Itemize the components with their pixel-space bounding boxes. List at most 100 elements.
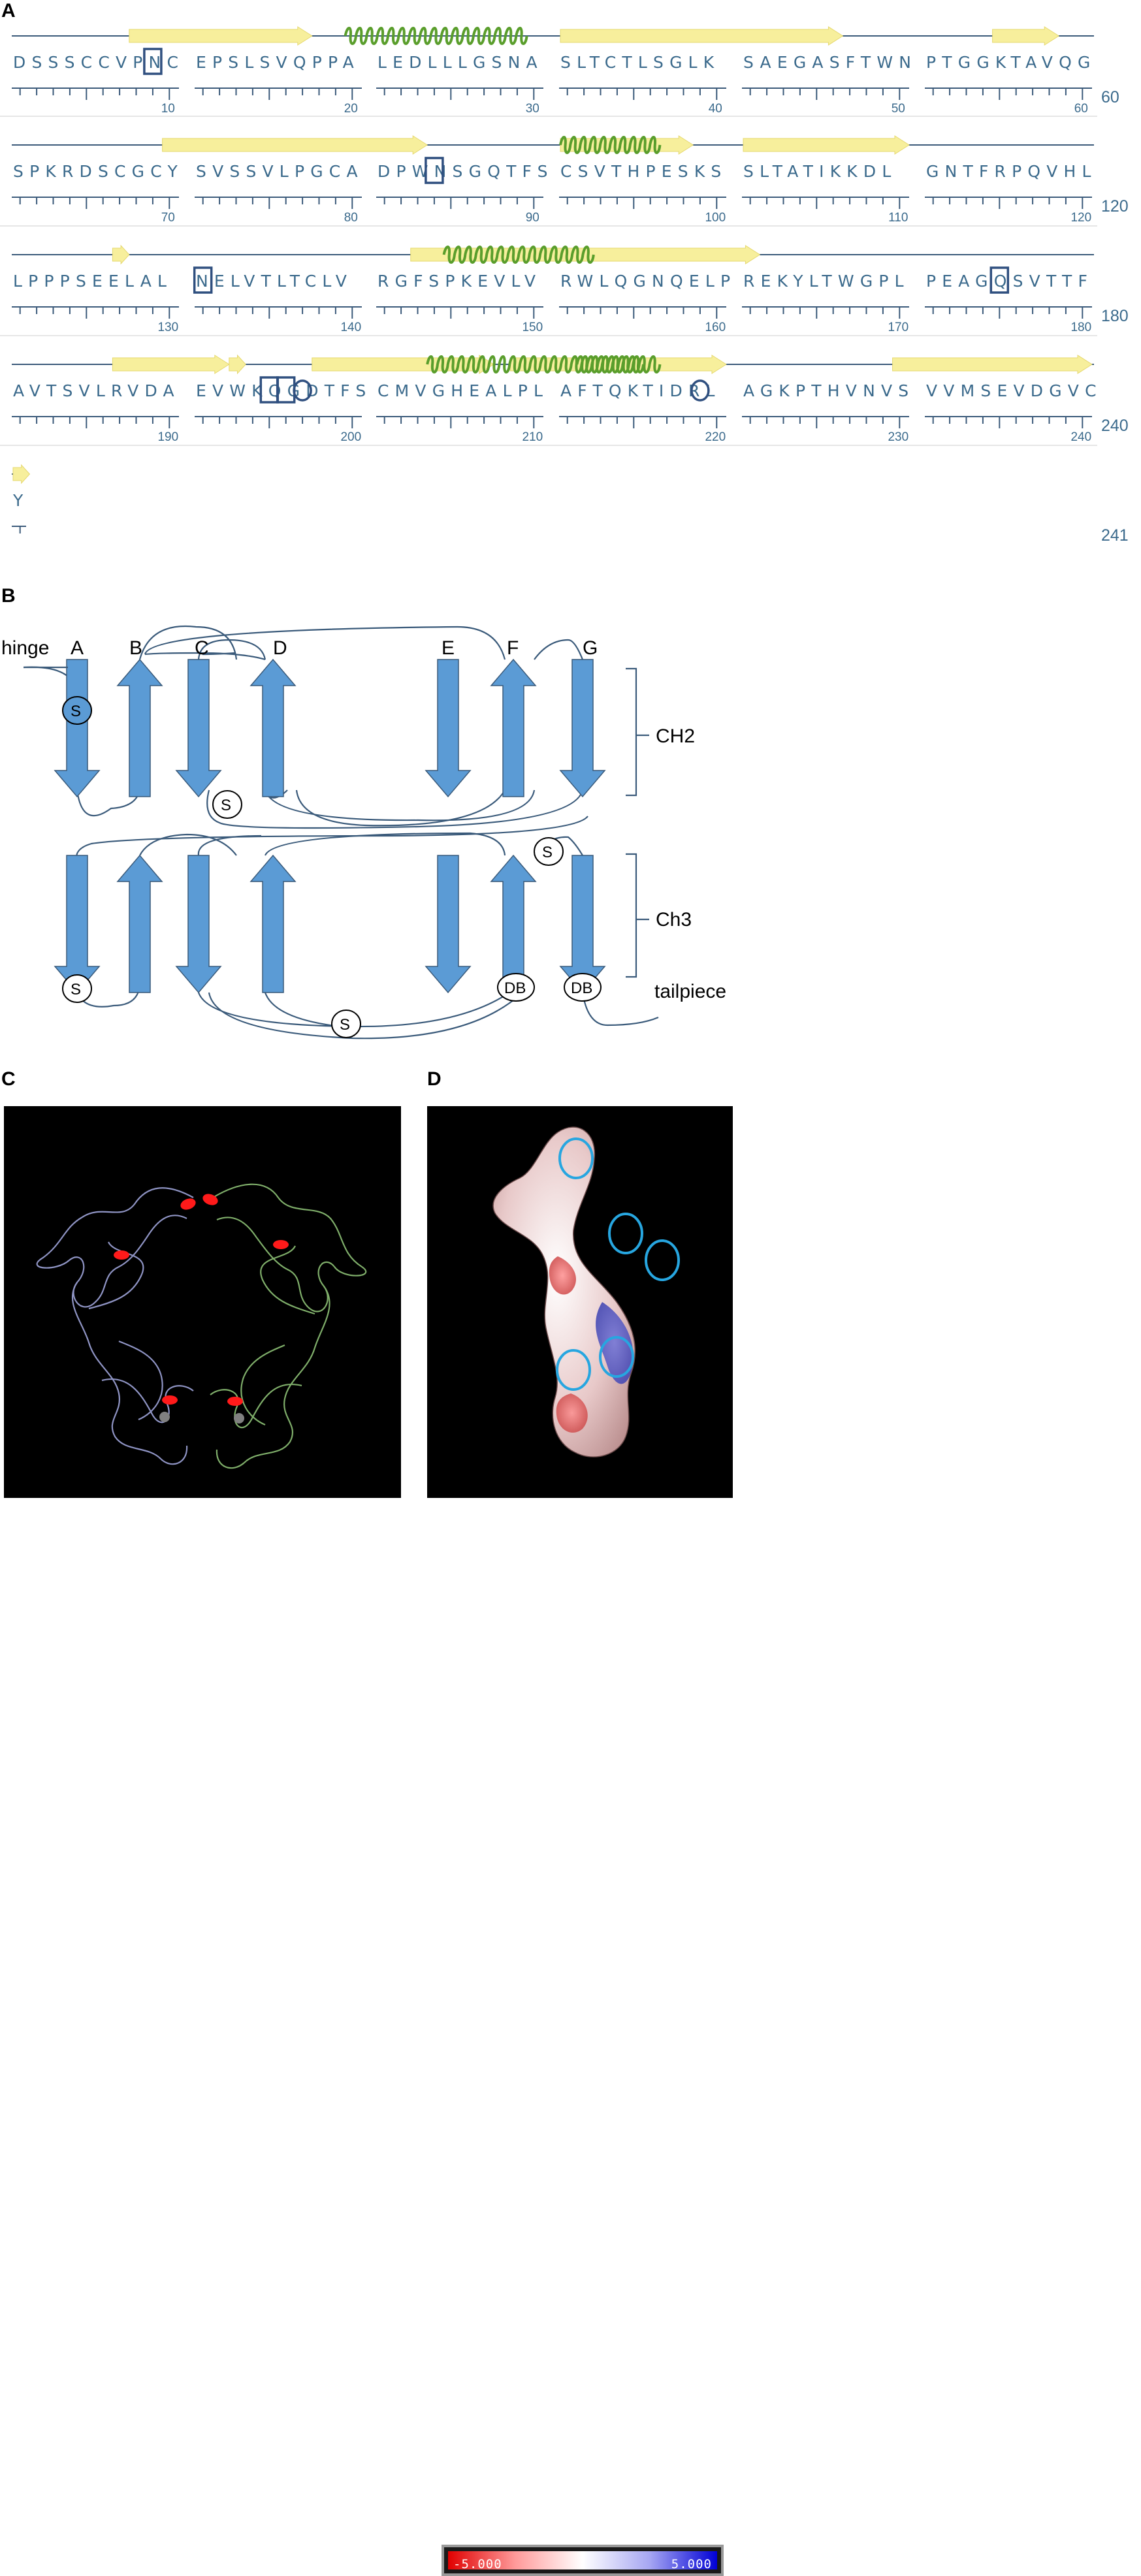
- row-end-number: 180: [1101, 307, 1129, 325]
- glycan-sites: [159, 1412, 244, 1423]
- ruler-number: 20: [344, 102, 358, 116]
- strand-label-f: F: [507, 637, 519, 659]
- ruler-number: 230: [888, 430, 908, 444]
- residue-group: LEDLLLGSNA: [378, 53, 543, 72]
- site-s-2: S: [221, 797, 231, 814]
- ruler-number: 80: [344, 211, 358, 225]
- ruler-number: 160: [705, 321, 726, 334]
- strand-label-e: E: [442, 637, 455, 659]
- row-end-number: 241: [1101, 526, 1129, 545]
- ruler-number: 220: [705, 430, 726, 444]
- residue-group: CSVTHPESKS: [560, 162, 728, 181]
- residue-group: RGFSPKEVLV: [378, 272, 541, 291]
- helix-coil: [344, 27, 528, 45]
- strand-label-d: D: [273, 637, 287, 659]
- residue-group: VVMSEVDGVC: [926, 381, 1102, 400]
- residue-group: SLTATIKKDL: [743, 162, 897, 181]
- scale-max-label: 5.000: [671, 2557, 712, 2571]
- ruler-number: 30: [526, 102, 539, 116]
- residue-group: SPKRDSCGCY: [13, 162, 184, 181]
- residue-group: EPSLSVQPPA: [196, 53, 360, 72]
- boxed-residue-marker: [425, 157, 444, 184]
- row-end-number: 120: [1101, 197, 1129, 215]
- site-s-3: S: [542, 844, 553, 861]
- ruler-number: 180: [1070, 321, 1091, 334]
- ruler-number: 170: [888, 321, 908, 334]
- circled-residue-marker: [293, 379, 312, 402]
- residue-group: EVWKQGDTFS: [196, 381, 372, 400]
- residue-group: DSSSCCVPNC: [13, 53, 184, 72]
- strand-label-c: C: [195, 637, 209, 659]
- domain-label-ch3: Ch3: [656, 909, 692, 930]
- scale-min-label: -5.000: [453, 2557, 502, 2571]
- strand-arrow: [560, 26, 844, 46]
- residue-group: SAEGASFTWN: [743, 53, 917, 72]
- ruler-number: 130: [157, 321, 178, 334]
- helix-coil: [442, 246, 595, 264]
- ruler-number: 190: [157, 430, 178, 444]
- panel-label-c: C: [1, 1068, 16, 1090]
- ruler-number: 50: [892, 102, 905, 116]
- ruler-number: 140: [340, 321, 361, 334]
- boxed-residue-marker: [989, 266, 1010, 294]
- topology-diagram: A B C D E F G hinge tailpiece CH2 Ch3 S …: [1, 625, 726, 1040]
- residue-group: AGKPTHVNVS: [743, 381, 914, 400]
- residue-group: GNTFRPQVHL: [926, 162, 1097, 181]
- ruler-number: 210: [522, 430, 543, 444]
- ruler-number: 110: [888, 211, 908, 225]
- boxed-residue-marker: [193, 266, 213, 294]
- strand-arrow: [892, 355, 1093, 374]
- tailpiece-label: tailpiece: [654, 981, 726, 1002]
- site-s-1: S: [71, 703, 81, 720]
- panel-label-d: D: [427, 1068, 442, 1090]
- strand-arrow: [229, 354, 246, 375]
- ruler-number: 150: [522, 321, 543, 334]
- disulfide-sites: [114, 1194, 289, 1406]
- ruler-number: 10: [161, 102, 175, 116]
- site-s-5: S: [340, 1016, 350, 1034]
- color-scale-bar: -5.000 5.000: [442, 2545, 724, 2576]
- helix-coil: [559, 136, 662, 154]
- residue-group: REKYLTWGPL: [743, 272, 910, 291]
- ruler-number: 240: [1070, 430, 1091, 444]
- strand-arrow: [12, 464, 31, 485]
- ruler-number: 120: [1070, 211, 1091, 225]
- residue-group: DPWNSGQTFS: [378, 162, 554, 181]
- sequence-panel: DSSSCCVPNC10EPSLSVQPPA20LEDLLLGSNA30SLTC…: [0, 26, 1129, 545]
- strand-arrow: [112, 244, 130, 265]
- row-end-number: 240: [1101, 417, 1129, 435]
- ruler-number: 70: [161, 211, 175, 225]
- ruler-number: 90: [526, 211, 539, 225]
- residue-group: NELVTLTCLV: [196, 272, 353, 291]
- electrostatic-surface: -5.000 5.000: [427, 1106, 733, 2576]
- site-s-4: S: [71, 981, 81, 998]
- helix-coil: [575, 355, 662, 374]
- strand-label-g: G: [583, 637, 598, 659]
- strand-label-b: B: [129, 637, 142, 659]
- panel-label-a: A: [1, 0, 16, 22]
- residue-group: CMVGHEALPL: [378, 381, 549, 400]
- circled-residue-marker: [690, 379, 710, 402]
- structure-cartoon: [4, 1106, 401, 1498]
- residue-group: PTGGKTAVQG: [926, 53, 1097, 72]
- residue-group: Y: [12, 491, 29, 510]
- strand-arrow: [992, 26, 1060, 46]
- residue-group: AFTQKTIDRL: [560, 381, 721, 400]
- residue-group: RWLQGNQELP: [560, 272, 736, 291]
- strand-arrow: [129, 26, 313, 46]
- residue-group: AVTSVLRVDA: [13, 381, 180, 400]
- strand-arrow: [162, 135, 428, 155]
- site-db-2: DB: [571, 979, 592, 997]
- panel-label-b: B: [1, 585, 16, 607]
- residue-group: SVSSVLPGCA: [196, 162, 364, 181]
- boxed-residue-marker: [143, 48, 163, 75]
- ruler-number: 100: [705, 211, 726, 225]
- chain-2-backbone: [210, 1183, 367, 1469]
- ruler-number: 40: [709, 102, 722, 116]
- topology-loops: [23, 625, 584, 829]
- strand-label-a: A: [71, 637, 84, 659]
- strand-arrow: [743, 135, 910, 155]
- strand-arrow: [112, 355, 230, 374]
- residue-group: LPPPSEELAL: [13, 272, 172, 291]
- ruler-number: 200: [340, 430, 361, 444]
